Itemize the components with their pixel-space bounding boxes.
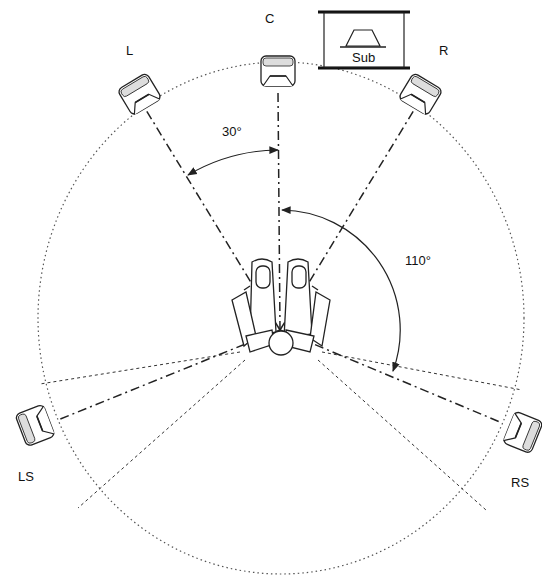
label-text: L	[124, 43, 135, 58]
label-text: RS	[509, 475, 531, 490]
speaker-label: L	[124, 41, 135, 59]
speaker-label: C	[263, 9, 276, 27]
subwoofer-icon	[318, 12, 410, 68]
dispersion-lines	[40, 352, 522, 510]
speaker-icon	[117, 73, 162, 116]
listener-seats	[232, 259, 330, 355]
speaker-icon	[15, 404, 55, 446]
speaker-axes	[58, 92, 500, 422]
label-text: R	[437, 43, 450, 58]
angle-arc	[282, 210, 400, 371]
speaker-label: R	[437, 41, 450, 59]
label-text: C	[263, 11, 276, 26]
angle-label: 30°	[220, 124, 244, 139]
listening-circle	[38, 62, 524, 574]
subwoofer-label: Sub	[350, 48, 377, 66]
speaker-label: RS	[509, 473, 531, 491]
label-text: Sub	[350, 50, 377, 65]
angle-arc	[188, 150, 278, 175]
speaker-icon	[398, 73, 443, 116]
speaker-label: LS	[16, 467, 36, 485]
angle-label: 110°	[403, 253, 433, 268]
speaker-icon	[503, 411, 542, 454]
speaker-icon	[261, 56, 295, 86]
label-text: LS	[16, 469, 36, 484]
